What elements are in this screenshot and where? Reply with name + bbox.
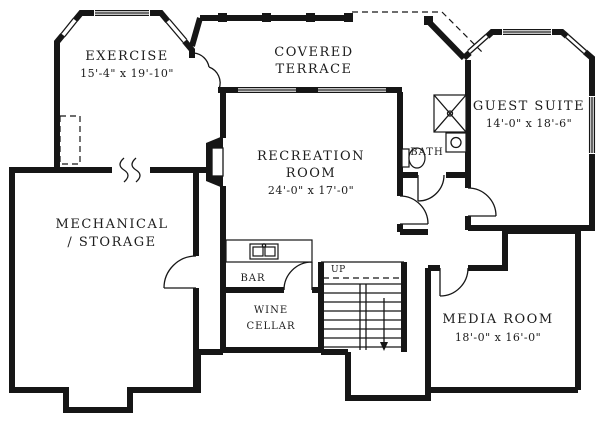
terrace-posts bbox=[218, 13, 433, 25]
walls bbox=[9, 10, 595, 413]
windows bbox=[59, 8, 597, 154]
guest-suite-label: GUEST SUITE bbox=[473, 99, 585, 114]
exercise-dims: 15'-4" x 19'-10" bbox=[80, 67, 174, 80]
bath-label: BATH bbox=[410, 147, 443, 158]
recreation-room-label-line1: RECREATION bbox=[257, 149, 365, 164]
bar-label: BAR bbox=[240, 273, 265, 284]
wine-cellar-label-line1: WINE bbox=[254, 305, 288, 316]
stairs bbox=[321, 261, 404, 351]
stairs-up-label: UP bbox=[331, 265, 346, 275]
bar-counter bbox=[225, 239, 313, 263]
mechanical-storage-label-line2: / STORAGE bbox=[67, 235, 156, 250]
media-room-dims: 18'-0" x 16'-0" bbox=[455, 331, 541, 344]
covered-terrace-label-line2: TERRACE bbox=[275, 62, 352, 77]
fixtures bbox=[225, 94, 467, 263]
mechanical-storage-label-line1: MECHANICAL bbox=[56, 217, 169, 232]
toilet bbox=[401, 147, 426, 169]
wall-break-symbol bbox=[119, 157, 141, 183]
fireplace bbox=[206, 136, 224, 188]
shower bbox=[433, 94, 467, 133]
bath-sink bbox=[445, 132, 467, 153]
media-room-label: MEDIA ROOM bbox=[442, 312, 553, 327]
labels: EXERCISE 15'-4" x 19'-10" COVERED TERRAC… bbox=[56, 45, 585, 344]
exercise-label: EXERCISE bbox=[85, 49, 169, 64]
overhead-dashed-lines bbox=[59, 11, 483, 165]
recreation-room-label-line2: ROOM bbox=[286, 166, 336, 181]
wine-cellar-label-line2: CELLAR bbox=[247, 321, 296, 332]
recreation-room-dims: 24'-0" x 17'-0" bbox=[268, 184, 354, 197]
guest-suite-dims: 14'-0" x 18'-6" bbox=[486, 117, 572, 130]
doors bbox=[163, 52, 497, 297]
covered-terrace-label-line1: COVERED bbox=[274, 45, 353, 60]
stairs-direction-arrow bbox=[380, 342, 388, 351]
